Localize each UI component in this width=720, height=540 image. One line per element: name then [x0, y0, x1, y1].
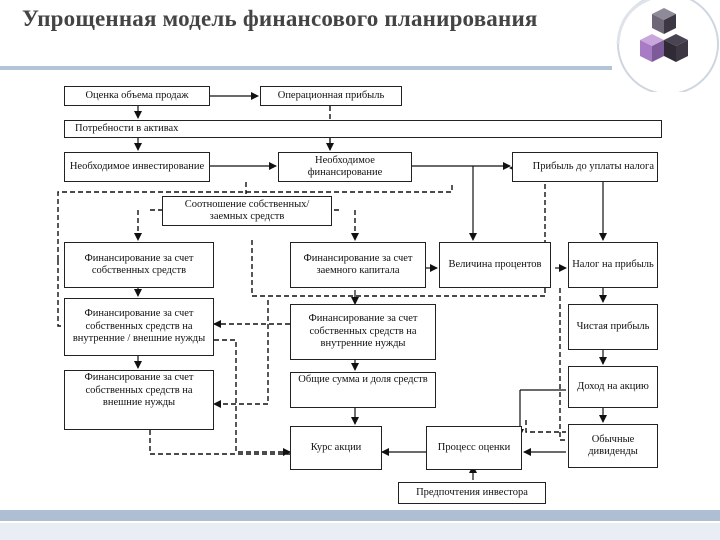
box-equity-financing: Финансирование за счет собственных средс…: [64, 242, 214, 288]
box-pretax-profit: Прибыль до уплаты налога: [512, 152, 658, 182]
footer-strip: [0, 523, 720, 540]
box-income-tax: Налог на прибыль: [568, 242, 658, 288]
title-underline: [0, 66, 612, 70]
box-ordinary-dividends: Обычные дивиденды: [568, 424, 658, 468]
box-share-price: Курс акции: [290, 426, 382, 470]
cube-logo-icon: [616, 0, 719, 92]
footer-bar: [0, 510, 720, 521]
box-sales-estimate: Оценка объема продаж: [64, 86, 210, 106]
box-equity-external-financing: Финансирование за счет собственных средс…: [64, 370, 214, 430]
box-required-investment: Необходимое инвестирование: [64, 152, 210, 182]
box-total-amount-share: Общие сумма и доля средств: [290, 372, 436, 408]
box-operating-profit: Операционная прибыль: [260, 86, 402, 106]
box-equity-int-ext-financing: Финансирование за счет собственных средс…: [64, 298, 214, 356]
box-equity-debt-ratio: Соотношение собственных/заемных средств: [162, 196, 332, 226]
box-valuation-process: Процесс оценки: [426, 426, 522, 470]
box-equity-internal-financing: Финансирование за счет собственных средс…: [290, 304, 436, 360]
box-required-financing: Необходимое финансирование: [278, 152, 412, 182]
box-interest-amount: Величина процентов: [439, 242, 551, 288]
box-earnings-per-share: Доход на акцию: [568, 366, 658, 408]
slide-title: Упрощенная модель финансового планирован…: [22, 6, 538, 31]
box-asset-needs: Потребности в активах: [64, 120, 662, 138]
box-investor-preferences: Предпочтения инвестора: [398, 482, 546, 504]
box-debt-financing: Финансирование за счет заемного капитала: [290, 242, 426, 288]
box-net-profit: Чистая прибыль: [568, 304, 658, 350]
